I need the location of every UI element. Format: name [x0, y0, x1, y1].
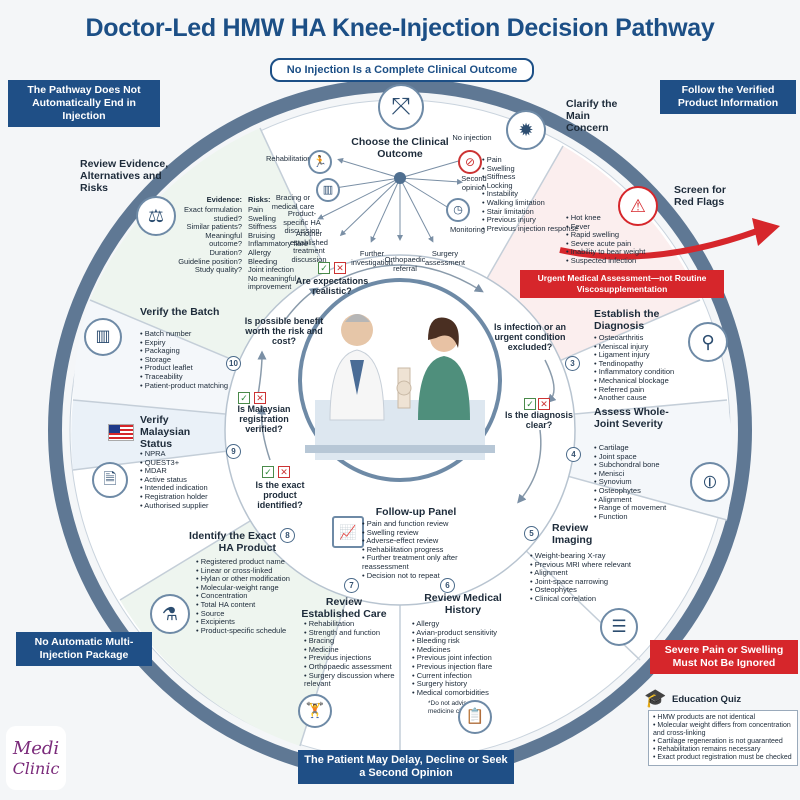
outcome-option-bracing: Bracing or medical care [271, 193, 315, 211]
red-flag-arrowhead [752, 218, 780, 246]
question-benefit-worth-risk: Is possible benefit worth the risk and c… [244, 316, 324, 346]
outcome-option-another-treatment: Another established treatment discussion [290, 229, 328, 264]
decision-flow-arrows [257, 264, 557, 504]
corner-banner-bottom-right: Severe Pain or Swelling Must Not Be Igno… [650, 640, 798, 674]
segment-clarify-title: Clarify the Main Concern [566, 98, 618, 134]
segment-batch-title: Verify the Batch [140, 306, 220, 318]
barcode-box-icon: ▥ [84, 318, 122, 356]
medi-clinic-logo: Medi Clinic [6, 726, 66, 790]
corner-banner-top-left: The Pathway Does Not Automatically End i… [8, 80, 160, 127]
no-entry-icon: ⊘ [458, 150, 482, 174]
consultation-illustration [305, 314, 495, 460]
corner-banner-bottom-left: No Automatic Multi-Injection Package [16, 632, 152, 666]
segment-batch-list: Batch number Expiry Packaging Storage Pr… [140, 329, 240, 390]
segment-diagnosis-list: Osteoarthritis Meniscal injury Ligament … [594, 333, 694, 403]
exercise-lunge-icon: 🏋 [298, 694, 332, 728]
xray-chest-icon: ☰ [600, 608, 638, 646]
evidence-list: Exact formulation studied? Similar patie… [178, 205, 242, 275]
evidence-heading: Evidence: [206, 195, 242, 204]
outcome-hub [394, 172, 406, 184]
segment-history-list: Allergy Avian-product sensitivity Bleedi… [412, 619, 516, 697]
q4-cross-icon: ✕ [254, 392, 266, 404]
followup-title: Follow-up Panel [375, 506, 457, 518]
corner-banner-bottom-center: The Patient May Delay, Decline or Seek a… [298, 750, 514, 784]
segment-diagnosis-title: Establish the Diagnosis [594, 308, 660, 332]
step-number-5: 5 [524, 526, 539, 541]
outcome-spokes [317, 157, 465, 243]
step-number-6: 6 [440, 578, 455, 593]
outcome-option-further-investigation: Further investigation [351, 249, 393, 267]
outcome-option-monitoring: Monitoring [450, 225, 486, 234]
question-product-identified: Is the exact product identified? [255, 480, 305, 510]
q6-cross-icon: ✕ [334, 262, 346, 274]
document-check-icon: 🗎 [92, 462, 128, 498]
quiz-list: HMW products are not identical Molecular… [653, 714, 793, 762]
segment-history-title: Review Medical History [424, 592, 502, 616]
segment-malaysian-list: NPRA QUEST3+ MDAR Active status Intended… [140, 449, 240, 510]
logo-line-1: Medi [12, 738, 60, 759]
logo-line-2: Clinic [12, 759, 60, 778]
segment-care-list: Rehabilitation Strength and function Bra… [304, 619, 408, 689]
history-medicine-note: *Do not advise medicine changes. [428, 700, 483, 715]
outcome-option-ha-discussion: Product-specific HA discussion [283, 209, 321, 236]
q6-tick-icon: ✓ [318, 262, 330, 274]
question-infection-excluded: Is infection or an urgent condition excl… [493, 322, 566, 352]
quiz-title: Education Quiz [672, 694, 742, 705]
segment-evidence-title: Review Evidence, Alternatives and Risks [80, 158, 169, 194]
page-title: Doctor-Led HMW HA Knee-Injection Decisio… [85, 14, 715, 42]
crossroads-arrows-icon: ⤧ [378, 84, 424, 130]
risks-list: Pain Swelling Stiffness Bruising Inflamm… [248, 205, 309, 292]
segment-malaysian-title: Verify Malaysian Status [140, 414, 191, 450]
step-number-8: 8 [280, 528, 295, 543]
rehab-exercise-icon: 🏃 [308, 150, 332, 174]
question-expectations-realistic: Are expectations realistic? [295, 276, 369, 296]
brace-icon: ▥ [316, 178, 340, 202]
segment-redflags-title: Screen for Red Flags [674, 184, 726, 208]
outcome-option-surgery-assessment: Surgery assessment [424, 249, 466, 267]
question-diagnosis-clear: Is the diagnosis clear? [504, 410, 573, 430]
q3-tick-icon: ✓ [262, 466, 274, 478]
q3-cross-icon: ✕ [278, 466, 290, 478]
outcome-option-second-opinion: Second opinion [461, 174, 487, 192]
segment-severity-title: Assess Whole-Joint Severity [594, 406, 669, 430]
followup-list: Pain and function review Swelling review… [362, 519, 480, 580]
q2-cross-icon: ✕ [538, 398, 550, 410]
no-injection-pill: No Injection Is a Complete Clinical Outc… [270, 58, 534, 82]
question-registration-verified: Is Malaysian registration verified? [237, 404, 291, 434]
segment-clarify-list: Pain Swelling Stiffness Locking Instabil… [482, 155, 592, 233]
segment-product-list: Registered product name Linear or cross-… [196, 557, 306, 635]
chart-board-icon: 📈 [332, 516, 364, 548]
segment-imaging-list: Weight-bearing X-ray Previous MRI where … [530, 551, 648, 604]
knee-pain-icon: ✹ [506, 110, 546, 150]
urgent-assessment-banner: Urgent Medical Assessment—not Routine Vi… [520, 270, 724, 298]
malaysia-flag-icon [108, 424, 134, 441]
outcome-title: Choose the Clinical Outcome [351, 136, 449, 160]
corner-banner-top-right: Follow the Verified Product Information [660, 80, 796, 114]
scales-icon: ⚖ [136, 196, 176, 236]
outcome-option-no-injection: No injection [452, 133, 492, 142]
clipboard-stethoscope-icon: 📋 [458, 700, 492, 734]
step-number-7: 7 [344, 578, 359, 593]
segment-redflags-list: Hot knee Fever Rapid swelling Severe acu… [566, 213, 686, 266]
outcome-option-rehabilitation: Rehabilitation [266, 154, 312, 163]
knee-joint-icon: ⦶ [690, 462, 730, 502]
magnifier-icon: ⚲ [688, 322, 728, 362]
step-number-4: 4 [566, 447, 581, 462]
step-number-3: 3 [565, 356, 580, 371]
segment-severity-list: Cartilage Joint space Subchondral bone M… [594, 443, 694, 521]
flask-molecule-icon: ⚗ [150, 594, 190, 634]
graduation-cap-icon: 🎓 [644, 688, 667, 708]
q2-tick-icon: ✓ [524, 398, 536, 410]
risks-heading: Risks: [248, 195, 271, 204]
clock-icon: ◷ [446, 198, 470, 222]
q4-tick-icon: ✓ [238, 392, 250, 404]
segment-imaging-title: Review Imaging [552, 522, 593, 546]
segment-product-title: Identify the Exact HA Product [189, 530, 276, 554]
outcome-option-orthopaedic-referral: Orthopaedic referral [384, 255, 426, 273]
quiz-box: HMW products are not identical Molecular… [648, 710, 798, 766]
segment-care-title: Review Established Care [301, 596, 387, 620]
